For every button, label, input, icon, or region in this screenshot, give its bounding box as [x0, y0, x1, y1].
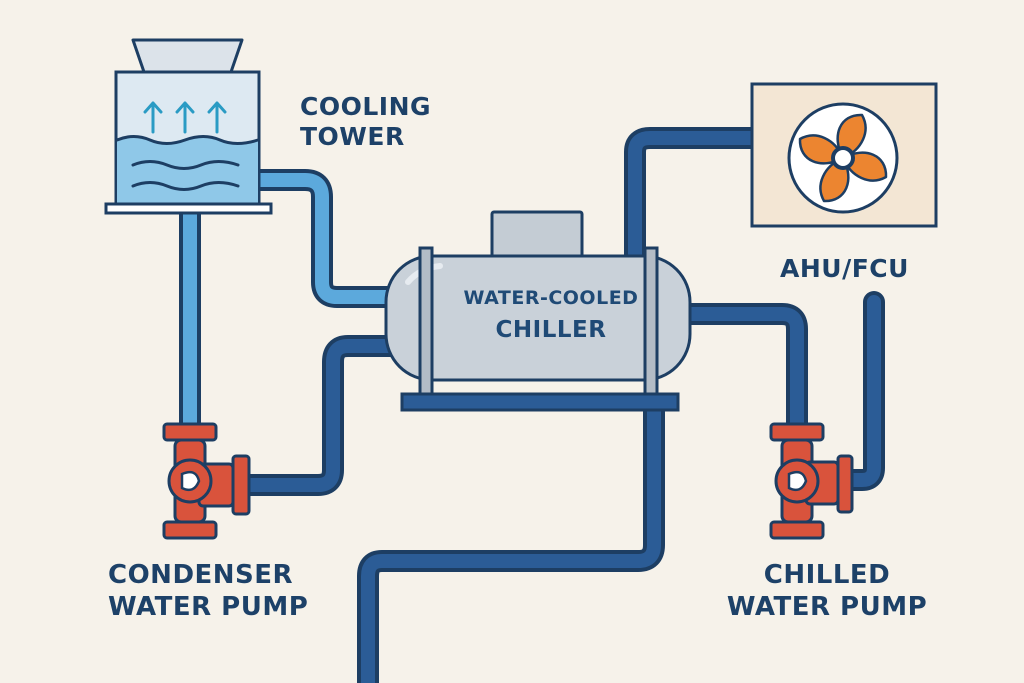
- condenser-supply-pipe: [247, 169, 403, 308]
- air-handler-fan-icon: [750, 82, 938, 228]
- chiller-label-line2: CHILLER: [495, 316, 607, 343]
- cooling-tower-icon: [104, 38, 273, 215]
- cooling-tower-label-line2: TOWER: [300, 121, 405, 151]
- pump-to-chiller-pipe: [227, 335, 403, 496]
- chiller-to-chilled-pump-pipe: [679, 303, 808, 443]
- cooling-tower-label-line1: COOLING: [300, 92, 432, 121]
- ahu-return-pipe: [833, 291, 885, 491]
- condenser-water-pump-icon: [162, 422, 251, 540]
- ahu-fcu-label: AHU/FCU: [780, 254, 909, 283]
- chilled-water-pump-icon: [769, 422, 854, 540]
- cooling-tower-label: COOLING TOWER: [300, 92, 431, 151]
- chiller-label-line1: WATER-COOLED: [463, 287, 639, 309]
- chilled-pump-label: CHILLED WATER PUMP: [722, 560, 932, 623]
- condenser-pump-label: CONDENSER WATER PUMP: [108, 560, 308, 623]
- drain-pipe: [357, 397, 665, 683]
- condenser-pump-label-line2: WATER PUMP: [108, 591, 309, 622]
- chiller-to-ahu-pipe: [624, 127, 763, 269]
- chiller-tank-icon: [384, 210, 692, 412]
- condenser-pump-label-line1: CONDENSER: [108, 560, 294, 590]
- chiller-label: WATER-COOLED CHILLER: [431, 284, 671, 347]
- chilled-pump-label-line2: WATER PUMP: [726, 591, 928, 622]
- chilled-pump-label-line1: CHILLED: [763, 560, 891, 590]
